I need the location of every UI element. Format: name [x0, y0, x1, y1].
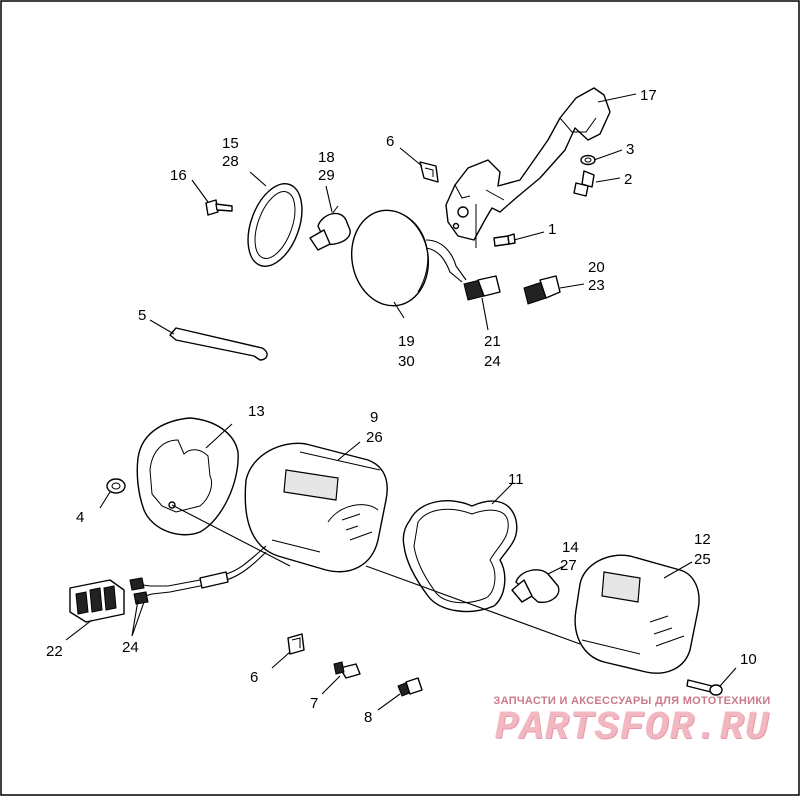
- part-terminal: [333, 661, 361, 679]
- assembly-line-b: [365, 565, 581, 645]
- watermark-brand: PARTSFOR.RU: [494, 706, 770, 751]
- part-wire-rod: [169, 327, 268, 361]
- callout-5: 5: [138, 307, 146, 324]
- part-wiring-harness: [129, 545, 267, 605]
- part-bulb-upper: [309, 205, 351, 251]
- part-connector-small: [463, 275, 501, 301]
- callout-22: 22: [46, 643, 63, 660]
- callout-25: 25: [694, 551, 711, 568]
- watermark-logo: ЗАПЧАСТИ И АКСЕССУАРЫ ДЛЯ МОТОТЕХНИКИ PA…: [482, 695, 782, 751]
- part-fuse: [397, 677, 423, 697]
- part-tail-lens: [574, 554, 700, 674]
- callout-28: 28: [222, 153, 239, 170]
- part-signal-lamp: [350, 209, 467, 307]
- part-mounting-bracket: [445, 87, 611, 248]
- callout-labels: 17 6 3 15 28 18 29 16 2 1 20 23 5 19 30 …: [46, 87, 757, 726]
- callout-23: 23: [588, 277, 605, 294]
- part-washer-hole: [584, 157, 592, 163]
- callout-4: 4: [76, 509, 84, 526]
- callout-20: 20: [588, 259, 605, 276]
- callout-9: 9: [370, 409, 378, 426]
- callout-10: 10: [740, 651, 757, 668]
- part-multipin-connector: [69, 579, 125, 623]
- callout-26: 26: [366, 429, 383, 446]
- callout-7: 7: [310, 695, 318, 712]
- callout-18: 18: [318, 149, 335, 166]
- callout-6-lower: 6: [250, 669, 258, 686]
- part-lamp-housing: [244, 442, 388, 573]
- callout-29: 29: [318, 167, 335, 184]
- callout-30: 30: [398, 353, 415, 370]
- part-connector-housing: [523, 275, 561, 305]
- leader-lines: [65, 93, 737, 711]
- callout-24-upper: 24: [484, 353, 501, 370]
- part-clip-lower: [287, 633, 305, 655]
- callout-15: 15: [222, 135, 239, 152]
- part-washer: [580, 154, 596, 166]
- part-clip-upper: [419, 161, 439, 183]
- part-gasket: [402, 500, 518, 613]
- callout-2: 2: [624, 171, 632, 188]
- part-screw: [493, 233, 516, 247]
- part-long-screw: [686, 679, 723, 696]
- part-grommet: [106, 478, 126, 494]
- callout-3: 3: [626, 141, 634, 158]
- callout-11: 11: [508, 471, 524, 488]
- part-lens-screw: [205, 199, 233, 216]
- callout-19: 19: [398, 333, 415, 350]
- callout-6-upper: 6: [386, 133, 394, 150]
- part-bulb-lower: [511, 569, 560, 603]
- part-hex-bolt: [573, 170, 595, 197]
- callout-1: 1: [548, 221, 556, 238]
- part-lens-ring: [247, 183, 303, 267]
- assembly-line-a: [171, 504, 291, 567]
- watermark-tagline: ЗАПЧАСТИ И АКСЕССУАРЫ ДЛЯ МОТОТЕХНИКИ: [493, 695, 771, 707]
- callout-13: 13: [248, 403, 265, 420]
- callout-8: 8: [364, 709, 372, 726]
- callout-16: 16: [170, 167, 187, 184]
- callout-14: 14: [562, 539, 579, 556]
- callout-12: 12: [694, 531, 711, 548]
- callout-21: 21: [484, 333, 501, 350]
- part-backing-plate: [136, 417, 239, 536]
- callout-27: 27: [560, 557, 577, 574]
- callout-17: 17: [640, 87, 657, 104]
- callout-24-lower: 24: [122, 639, 139, 656]
